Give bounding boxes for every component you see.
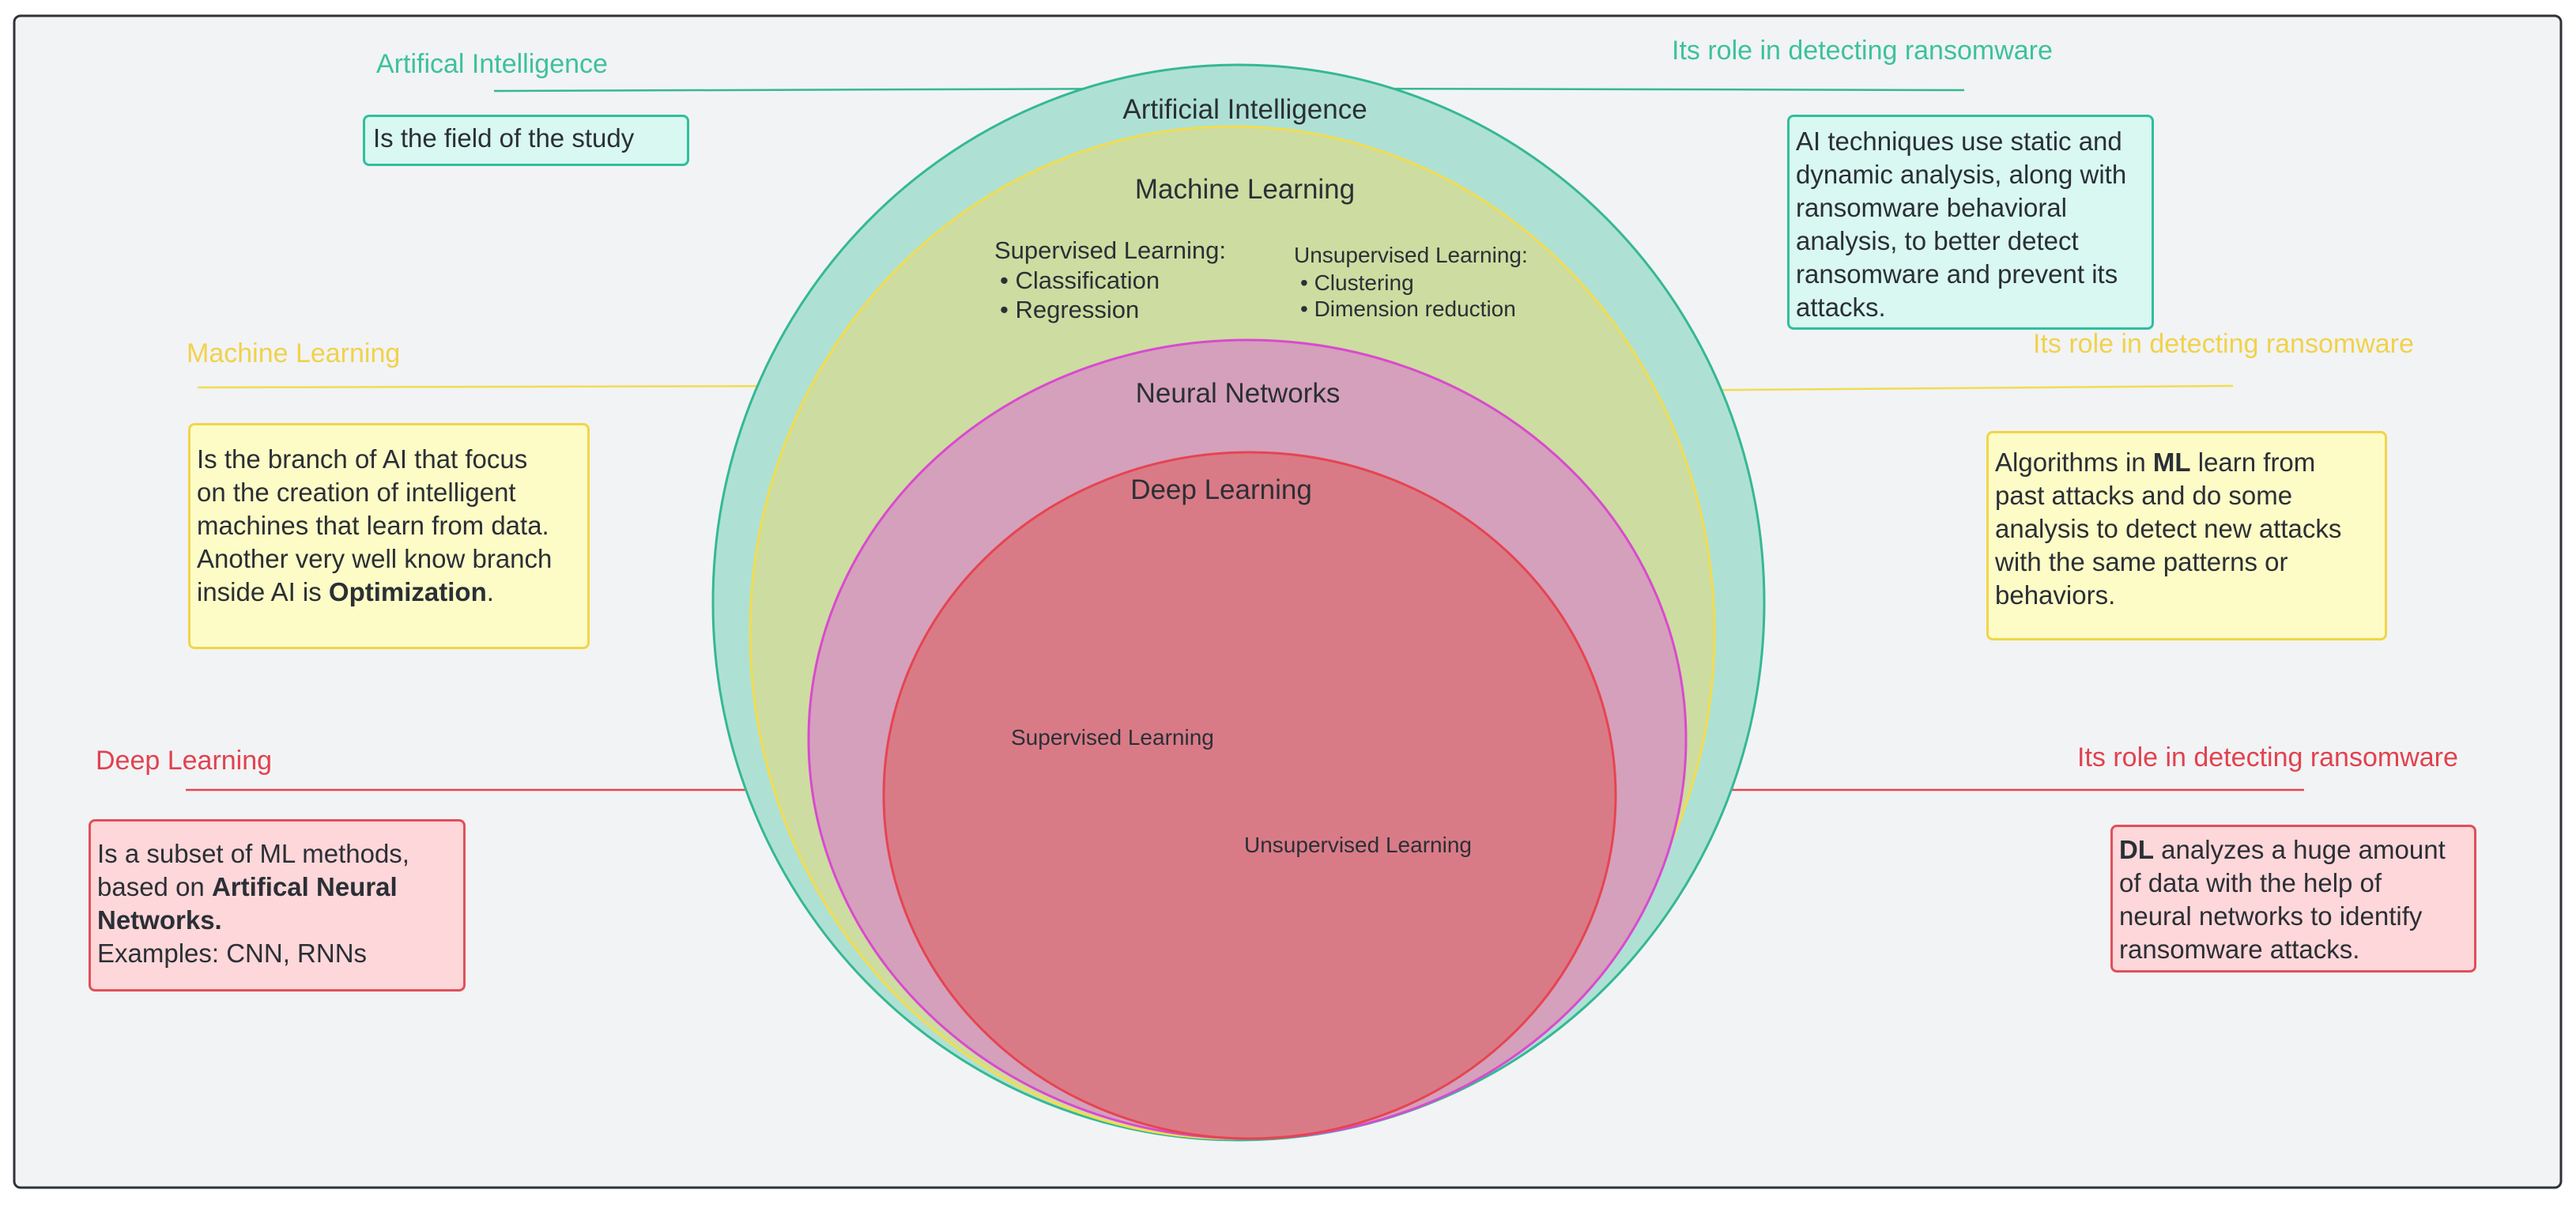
right-dl-note-start: analyzes a huge amount — [2154, 835, 2446, 864]
ml-circle-label: Machine Learning — [1135, 174, 1355, 205]
left-dl-title: Deep Learning — [96, 746, 273, 776]
unsupervised-item-1: • Clustering — [1300, 270, 1414, 295]
left-ml-note-line-4: Another very well know branch — [197, 544, 553, 573]
left-ml-note-line-5: inside AI is Optimization. — [197, 576, 581, 609]
left-ml-note-line-2: on the creation of intelligent — [197, 478, 516, 507]
nn-circle-label: Neural Networks — [1136, 378, 1341, 409]
right-ai-title: Its role in detecting ransomware — [1672, 36, 2053, 66]
dl-circle-label: Deep Learning — [1130, 474, 1312, 505]
right-ml-note-line-3: analysis to detect new attacks — [1995, 514, 2342, 543]
left-dl-note: Is a subset of ML methods, based on Arti… — [89, 819, 466, 992]
left-ml-note-line-5-end: . — [486, 577, 494, 606]
left-ai-note-text: Is the field of the study — [373, 123, 635, 153]
right-ml-note-line-1: Algorithms in ML learn from — [1995, 446, 2378, 479]
right-dl-note-line-4: ransomware attacks. — [2119, 935, 2360, 964]
right-ml-note-start: Algorithms in — [1995, 448, 2153, 477]
right-dl-title: Its role in detecting ransomware — [2077, 742, 2458, 772]
right-ml-note: Algorithms in ML learn from past attacks… — [1986, 431, 2387, 640]
right-dl-note-bold: DL — [2119, 835, 2154, 864]
dl-unsupervised-label: Unsupervised Learning — [1244, 833, 1472, 857]
left-ml-note: Is the branch of AI that focus on the cr… — [188, 423, 590, 649]
left-ai-note: Is the field of the study — [363, 115, 689, 166]
right-dl-note-line-1: DL analyzes a huge amount — [2119, 833, 2468, 867]
supervised-title: Supervised Learning: — [994, 236, 1226, 264]
ai-left-connector — [493, 87, 1163, 93]
left-dl-note-bold: Artifical Neural Networks. — [97, 872, 398, 935]
dl-circle — [882, 451, 1617, 1140]
right-ai-note-line-1: AI techniques use static and — [1796, 127, 2122, 156]
left-dl-note-line-2: based on Artifical Neural Networks. — [97, 871, 457, 937]
unsupervised-title: Unsupervised Learning: — [1294, 243, 1528, 267]
right-dl-note-line-2: of data with the help of — [2119, 868, 2382, 897]
right-ai-note-line-5: ransomware and prevent its — [1796, 259, 2118, 289]
left-dl-note-line-2-start: based on — [97, 872, 212, 901]
right-ml-note-line-2: past attacks and do some — [1995, 481, 2293, 510]
dl-supervised-label: Supervised Learning — [1011, 725, 1214, 750]
ai-right-connector — [1343, 87, 1965, 92]
ml-left-connector — [197, 384, 866, 389]
supervised-item-1: • Classification — [1000, 266, 1160, 294]
right-ai-note-line-3: ransomware behavioral — [1796, 193, 2068, 222]
ai-circle-label: Artificial Intelligence — [1122, 94, 1367, 125]
right-dl-note: DL analyzes a huge amount of data with t… — [2110, 825, 2476, 973]
right-ml-note-line-5: behaviors. — [1995, 580, 2116, 610]
right-ml-note-line-4: with the same patterns or — [1995, 547, 2288, 576]
right-ai-note-line-2: dynamic analysis, along with — [1796, 160, 2127, 189]
left-dl-note-line-1: Is a subset of ML methods, — [97, 839, 409, 868]
right-dl-note-line-3: neural networks to identify — [2119, 901, 2423, 931]
left-ml-note-line-1: Is the branch of AI that focus — [197, 444, 528, 474]
ml-right-connector — [1651, 384, 2234, 392]
right-ml-note-bold: ML — [2152, 448, 2191, 477]
right-ml-note-rest: learn from — [2190, 448, 2316, 477]
left-ai-title: Artifical Intelligence — [376, 49, 608, 79]
left-ml-note-line-5-start: inside AI is — [197, 577, 329, 606]
left-ml-note-line-3: machines that learn from data. — [197, 511, 549, 540]
right-ai-note-line-6: attacks. — [1796, 293, 1886, 322]
right-ai-note: AI techniques use static and dynamic ana… — [1787, 115, 2154, 330]
supervised-item-2: • Regression — [1000, 296, 1139, 323]
right-ml-title: Its role in detecting ransomware — [2033, 329, 2414, 359]
left-dl-note-line-4: Examples: CNN, RNNs — [97, 939, 368, 968]
left-ml-title: Machine Learning — [187, 338, 401, 368]
right-ai-note-line-4: analysis, to better detect — [1796, 226, 2079, 255]
left-ml-note-bold: Optimization — [328, 577, 487, 606]
unsupervised-item-2: • Dimension reduction — [1300, 297, 1516, 321]
